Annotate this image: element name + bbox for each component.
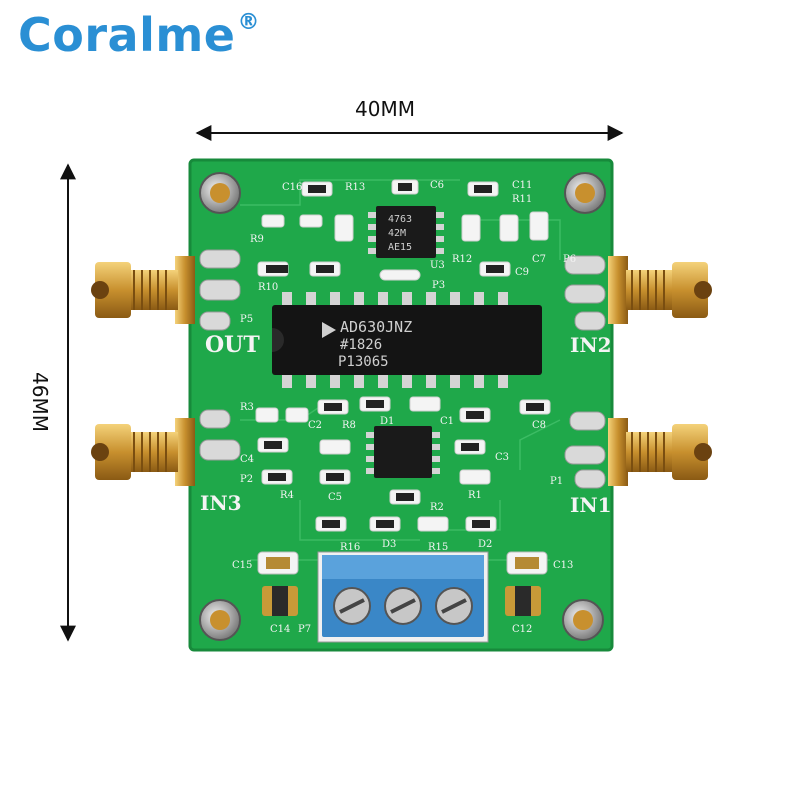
mounting-screw-top-right (564, 172, 606, 214)
label-p5: P5 (240, 314, 253, 325)
sma-connector-in2 (608, 256, 712, 324)
label-r4: R4 (280, 490, 294, 501)
chip-main-line1: AD630JNZ (340, 318, 412, 336)
chip-top-line1: 4763 (388, 214, 412, 225)
chip-small-top (368, 206, 444, 258)
port-label-out: OUT (205, 332, 260, 358)
label-r15: R15 (428, 542, 448, 553)
brand-name: Coralme (18, 8, 236, 62)
solder-pads (199, 249, 606, 489)
label-c4: C4 (240, 454, 254, 465)
label-c2: C2 (308, 420, 322, 431)
label-r8: R8 (342, 420, 356, 431)
port-label-in1: IN1 (570, 493, 612, 517)
mounting-screw-bottom-left (199, 599, 241, 641)
label-r11: R11 (512, 194, 532, 205)
label-d1: D1 (380, 416, 394, 427)
width-dimension-label: 40MM (355, 97, 415, 121)
brand-logo: Coralme® (18, 8, 260, 62)
sma-connector-in3 (91, 418, 195, 486)
label-r2: R2 (430, 502, 444, 513)
label-c1: C1 (440, 416, 454, 427)
label-p3: P3 (432, 280, 445, 291)
label-r13: R13 (345, 182, 365, 193)
label-c3: C3 (495, 452, 509, 463)
label-c13: C13 (553, 560, 573, 571)
label-c16: C16 (282, 182, 302, 193)
sma-connector-in1 (608, 418, 712, 486)
label-c15: C15 (232, 560, 252, 571)
port-label-in2: IN2 (570, 333, 612, 357)
label-d3: D3 (382, 539, 396, 550)
chip-ad630-dip (272, 292, 542, 388)
label-c5: C5 (328, 492, 342, 503)
label-r9: R9 (250, 234, 264, 245)
label-c11: C11 (512, 180, 532, 191)
chip-top-line3: AE15 (388, 242, 412, 253)
chip-main-line3: P13065 (338, 354, 389, 370)
label-c9: C9 (515, 267, 529, 278)
chip-top-line2: 42M (388, 228, 406, 239)
screw-terminal-block (317, 551, 489, 643)
smd-components (255, 179, 551, 616)
mounting-screw-bottom-right (562, 599, 604, 641)
label-p6: P6 (563, 254, 576, 265)
label-u3: U3 (430, 260, 445, 271)
chip-small-bottom (366, 426, 440, 478)
mounting-screw-top-left (199, 172, 241, 214)
pcb-board (190, 160, 612, 650)
label-d2: D2 (478, 539, 492, 550)
label-r10: R10 (258, 282, 278, 293)
label-c14: C14 (270, 624, 290, 635)
label-c6: C6 (430, 180, 444, 191)
label-r3: R3 (240, 402, 254, 413)
label-p7: P7 (298, 624, 311, 635)
sma-connector-out (91, 256, 195, 324)
label-p1: P1 (550, 476, 563, 487)
label-c12: C12 (512, 624, 532, 635)
label-r16: R16 (340, 542, 360, 553)
label-r1: R1 (468, 490, 482, 501)
port-label-in3: IN3 (200, 491, 242, 515)
label-r12: R12 (452, 254, 472, 265)
label-c8: C8 (532, 420, 546, 431)
registered-mark: ® (237, 9, 260, 35)
label-p2: P2 (240, 474, 253, 485)
chip-main-line2: #1826 (340, 337, 382, 353)
label-c7: C7 (532, 254, 546, 265)
